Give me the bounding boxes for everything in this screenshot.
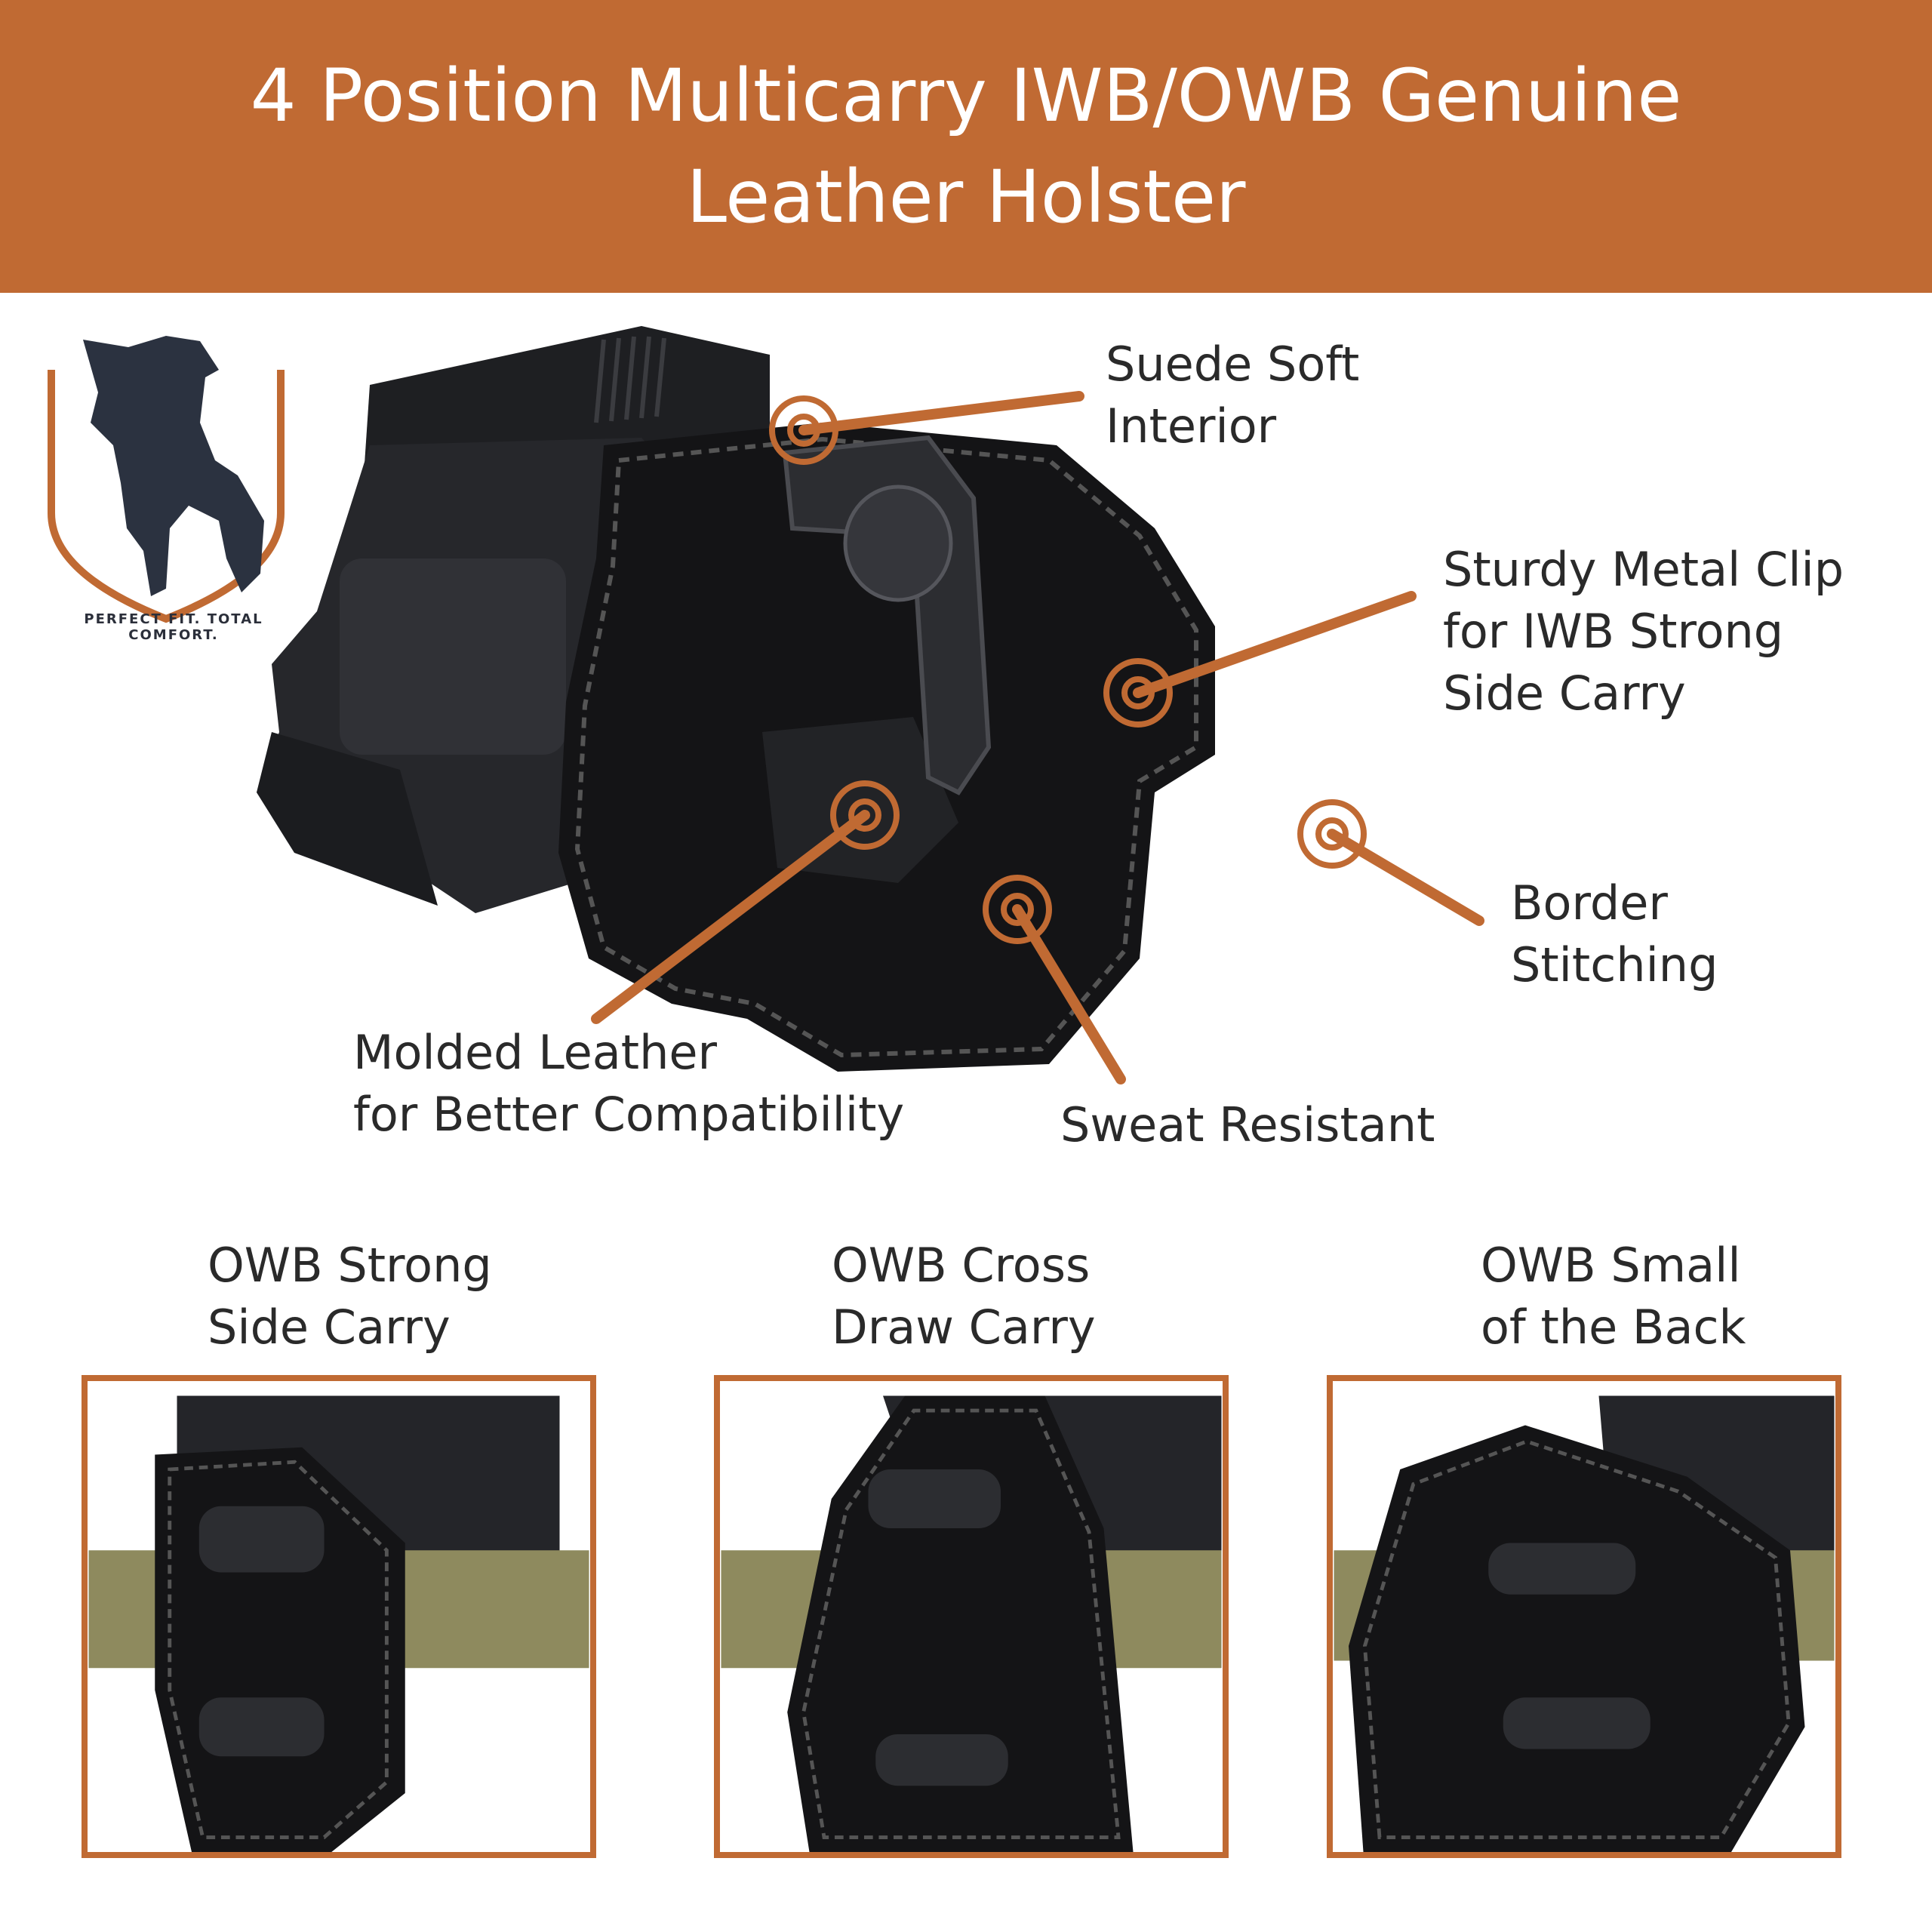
panel-owb-small-of-back xyxy=(1327,1375,1841,1858)
shield-outline-icon xyxy=(48,370,285,623)
callout-molded-leather: Molded Leather for Better Compatibility xyxy=(353,1025,905,1142)
panel-label-strong-side: OWB Strong Side Carry xyxy=(208,1238,492,1355)
panel-owb-cross-draw xyxy=(714,1375,1229,1858)
page-title: 4 Position Multicarry IWB/OWB Genuine Le… xyxy=(250,54,1682,239)
callout-sturdy-metal-clip: Sturdy Metal Clip for IWB Strong Side Ca… xyxy=(1443,542,1844,721)
panel-label-cross-draw: OWB Cross Draw Carry xyxy=(832,1238,1096,1355)
brand-logo xyxy=(48,336,285,623)
panel-owb-strong-side xyxy=(82,1375,596,1858)
owb-cross-draw-image xyxy=(721,1395,1222,1852)
target-marker-border xyxy=(1297,799,1367,869)
owb-strong-side-image xyxy=(88,1395,589,1852)
figure-silhouette-icon xyxy=(83,336,264,596)
panel-label-small-of-back: OWB Small of the Back xyxy=(1481,1238,1746,1355)
callout-suede-soft-interior: Suede Soft Interior xyxy=(1106,337,1360,454)
brand-tagline: PERFECT FIT. TOTAL COMFORT. xyxy=(84,611,263,643)
callout-border-stitching: Border Stitching xyxy=(1511,875,1718,992)
callout-sweat-resistant: Sweat Resistant xyxy=(1060,1097,1435,1152)
owb-small-of-back-image xyxy=(1334,1395,1835,1852)
header-banner: 4 Position Multicarry IWB/OWB Genuine Le… xyxy=(0,0,1932,293)
